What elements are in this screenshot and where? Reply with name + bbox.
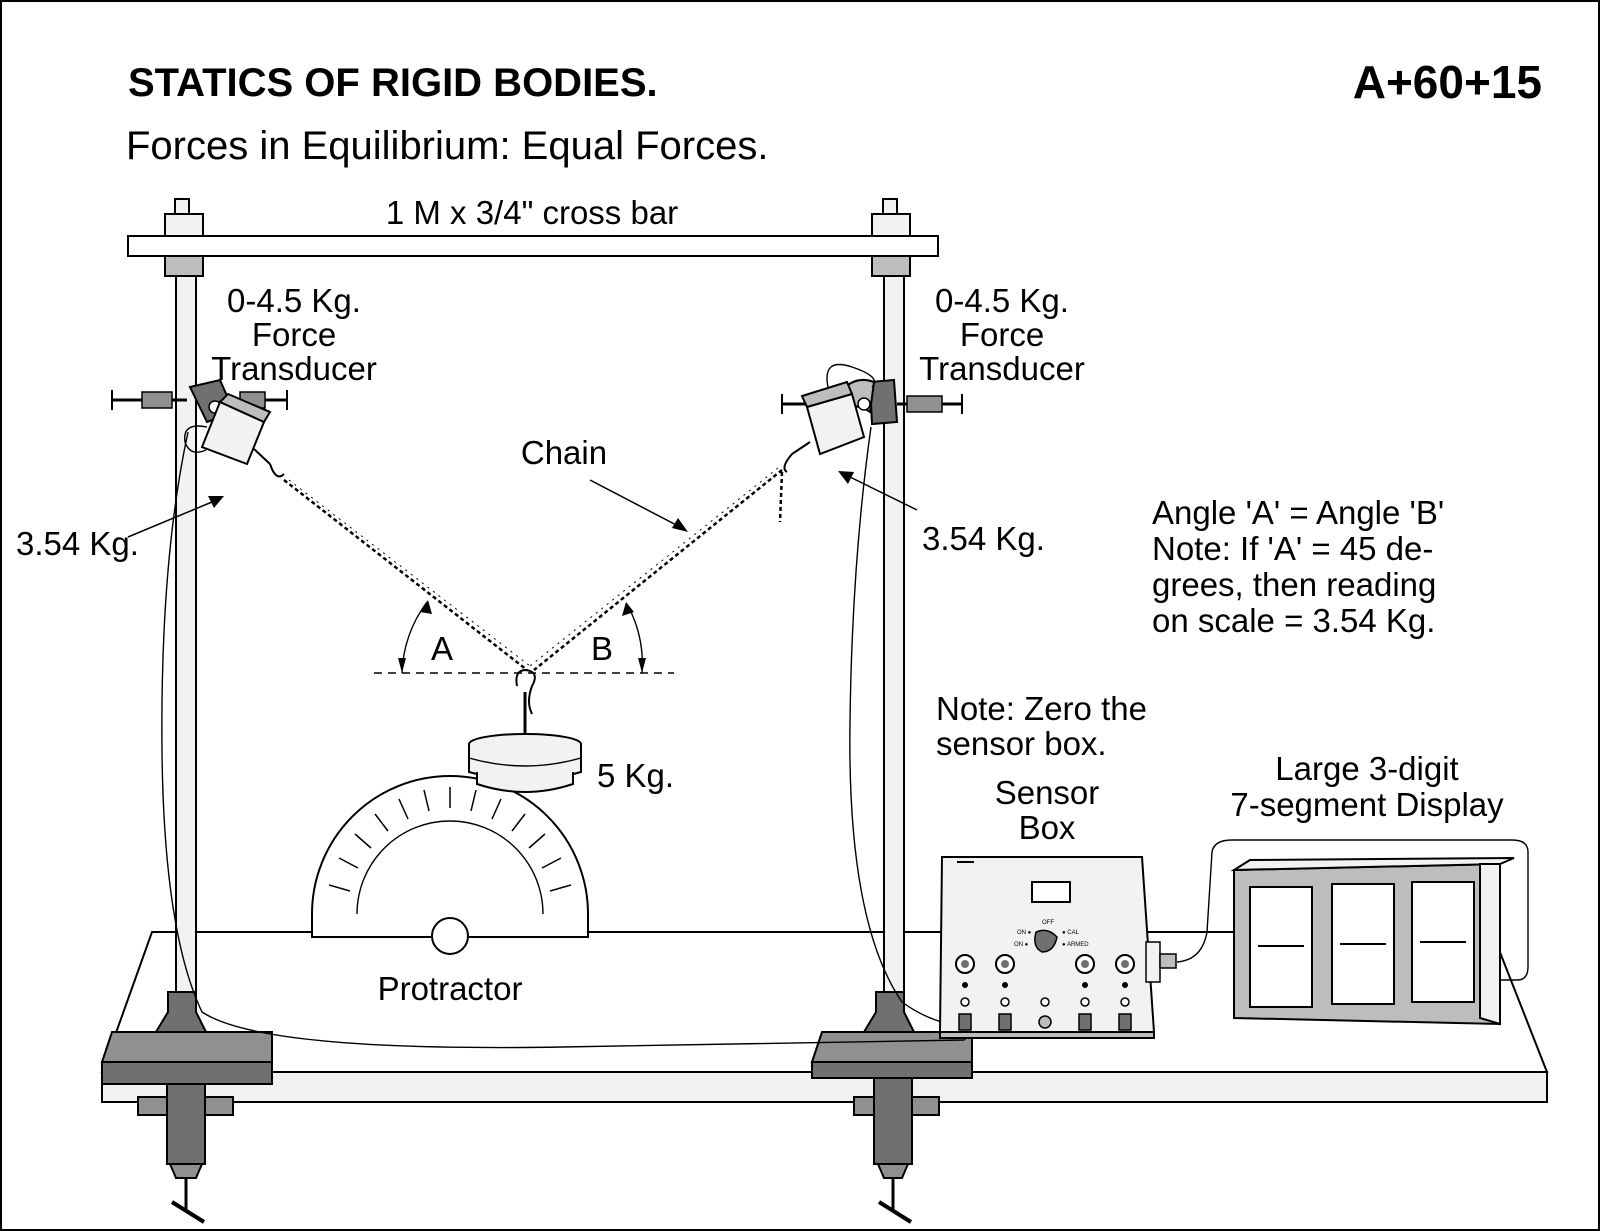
angle-a-label: A: [431, 630, 453, 667]
angle-b-label: B: [591, 630, 613, 667]
sensor-box-label: Sensor Box: [995, 774, 1100, 846]
svg-text:Sensor: Sensor: [995, 774, 1100, 811]
right-force-transducer: [781, 363, 963, 473]
weight-label: 5 Kg.: [597, 757, 674, 794]
right-reading-pointer: [849, 476, 918, 511]
svg-text:Large 3-digit: Large 3-digit: [1275, 750, 1458, 787]
svg-text:ON ●: ON ●: [1017, 930, 1032, 936]
output-jack-2: [1118, 1013, 1132, 1031]
page-title: STATICS OF RIGID BODIES.: [128, 61, 658, 105]
zero-note: Note: Zero the sensor box.: [936, 690, 1147, 762]
svg-text:● CAL: ● CAL: [1062, 930, 1080, 936]
svg-text:sensor box.: sensor box.: [936, 725, 1107, 762]
svg-text:Box: Box: [1019, 809, 1076, 846]
svg-text:grees, then reading: grees, then reading: [1152, 566, 1436, 603]
chain-pointer: [589, 479, 683, 529]
right-reading-label: 3.54 Kg.: [922, 520, 1045, 557]
svg-text:Transducer: Transducer: [211, 350, 377, 387]
input-jack-2: [998, 1013, 1012, 1031]
chain-label: Chain: [521, 434, 607, 471]
protractor: [311, 775, 589, 955]
table: [100, 931, 1549, 1103]
svg-text:OFF: OFF: [1042, 920, 1054, 926]
protractor-label: Protractor: [378, 970, 523, 1007]
angle-a-arrow: [398, 658, 406, 673]
sensor-box-readout: [1031, 881, 1071, 903]
hanging-weight: [468, 668, 582, 793]
experiment-code: A+60+15: [1353, 56, 1542, 108]
svg-text:Transducer: Transducer: [919, 350, 1085, 387]
left-force-transducer: [111, 378, 288, 478]
svg-text:Force: Force: [960, 316, 1044, 353]
angle-a-arc: [401, 601, 428, 674]
cross-bar: [127, 235, 939, 257]
page-subtitle: Forces in Equilibrium: Equal Forces.: [126, 124, 768, 168]
svg-text:ON ●: ON ●: [1014, 942, 1029, 948]
svg-text:on scale = 3.54 Kg.: on scale = 3.54 Kg.: [1152, 602, 1435, 639]
left-support-rod: [100, 198, 273, 1224]
right-reading-arrowhead: [838, 471, 854, 484]
left-reading-arrowhead: [208, 496, 224, 508]
right-transducer-label: 0-4.5 Kg. Force Transducer: [919, 282, 1085, 387]
left-reading-label: 3.54 Kg.: [16, 525, 139, 562]
svg-text:● ARMED: ● ARMED: [1062, 942, 1089, 948]
left-transducer-label: 0-4.5 Kg. Force Transducer: [211, 282, 377, 387]
display-label: Large 3-digit 7-segment Display: [1230, 750, 1504, 823]
angle-a-arrow-2: [420, 600, 432, 614]
left-reading-pointer: [127, 501, 213, 538]
cross-bar-label: 1 M x 3/4" cross bar: [386, 194, 678, 231]
angle-b-arrow-2: [622, 602, 634, 616]
mode-knob: [1034, 929, 1058, 953]
svg-text:Angle 'A' = Angle 'B': Angle 'A' = Angle 'B': [1152, 494, 1444, 531]
seven-segment-display: [1176, 839, 1529, 1026]
angle-note: Angle 'A' = Angle 'B' Note: If 'A' = 45 …: [1152, 494, 1444, 639]
input-jack-1: [958, 1013, 972, 1031]
chain: [283, 467, 784, 671]
angle-b-arrow: [638, 658, 646, 673]
svg-text:Note: Zero the: Note: Zero the: [936, 690, 1147, 727]
svg-text:0-4.5 Kg.: 0-4.5 Kg.: [227, 282, 361, 319]
output-jack-1: [1078, 1013, 1092, 1031]
sensor-box: OFF ON ● ● CAL ON ● ● ARMED: [938, 856, 1177, 1039]
svg-text:0-4.5 Kg.: 0-4.5 Kg.: [935, 282, 1069, 319]
svg-text:7-segment Display: 7-segment Display: [1230, 786, 1504, 823]
left-transducer-cable: [161, 431, 971, 1049]
chain-arrowhead: [672, 518, 688, 532]
svg-text:Note: If 'A' = 45 de-: Note: If 'A' = 45 de-: [1152, 530, 1433, 567]
svg-text:Force: Force: [252, 316, 336, 353]
